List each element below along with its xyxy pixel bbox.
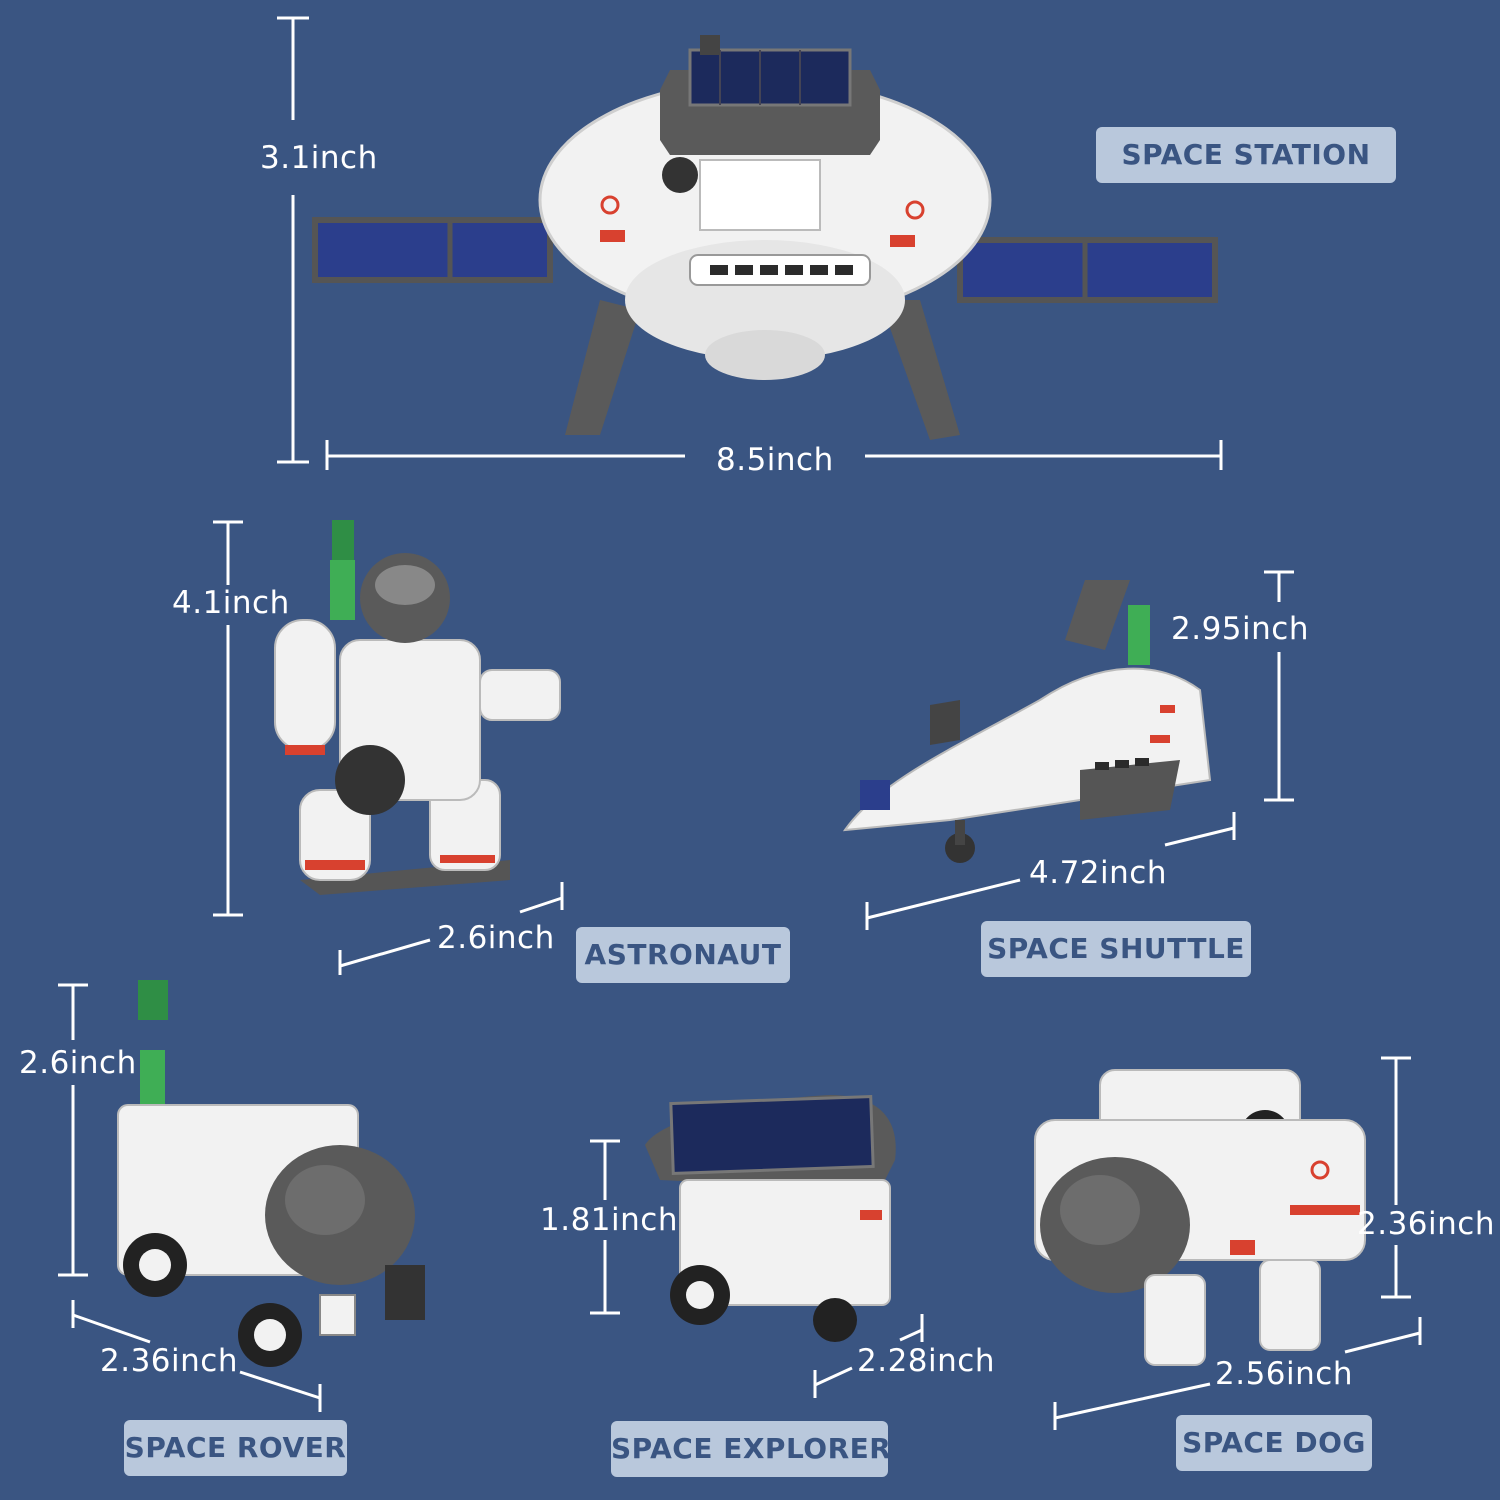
astronaut-width: 2.6inch <box>437 920 555 956</box>
astronaut-label: ASTRONAUT <box>576 927 790 983</box>
space-rover-image <box>117 980 425 1367</box>
space-explorer-label: SPACE EXPLORER <box>611 1421 891 1477</box>
space-shuttle-label: SPACE SHUTTLE <box>981 921 1251 977</box>
space-station-height: 3.1inch <box>260 140 378 176</box>
space-station-label: SPACE STATION <box>1096 127 1396 183</box>
astronaut-height: 4.1inch <box>172 585 290 621</box>
space-explorer-width: 2.28inch <box>857 1343 995 1379</box>
space-dog-label: SPACE DOG <box>1176 1415 1372 1471</box>
space-dog-width: 2.56inch <box>1215 1356 1353 1392</box>
space-shuttle-image <box>842 580 1212 863</box>
space-explorer-image <box>645 1094 896 1342</box>
space-rover-label: SPACE ROVER <box>124 1420 347 1476</box>
space-explorer-height: 1.81inch <box>540 1202 678 1238</box>
astronaut-image <box>274 520 561 895</box>
space-dog-image <box>1034 1069 1366 1366</box>
space-station-image <box>312 35 1218 440</box>
space-station-width: 8.5inch <box>716 442 834 478</box>
space-dog-height: 2.36inch <box>1357 1206 1495 1242</box>
space-rover-height: 2.6inch <box>19 1045 137 1081</box>
space-shuttle-height: 2.95inch <box>1171 611 1309 647</box>
dimension-lines <box>58 16 1422 1430</box>
space-shuttle-width: 4.72inch <box>1029 855 1167 891</box>
space-rover-width: 2.36inch <box>100 1343 238 1379</box>
